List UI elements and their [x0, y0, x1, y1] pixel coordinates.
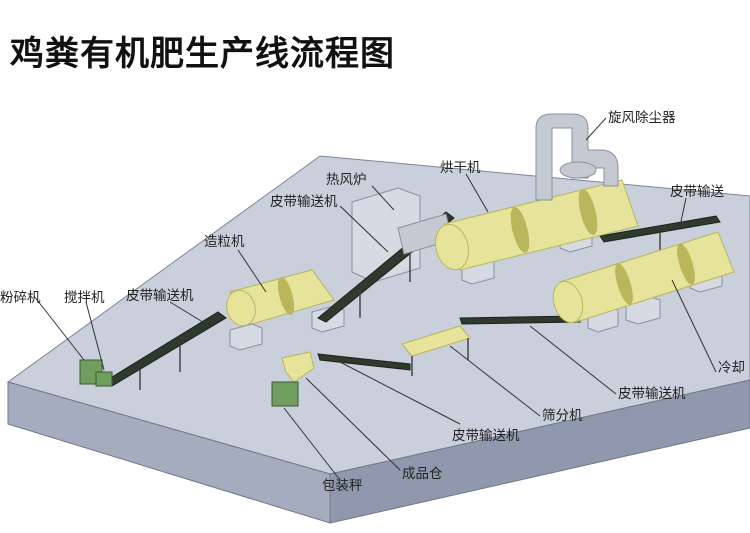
- belt-conveyor-right: [599, 215, 721, 243]
- platform-side: [329, 379, 750, 524]
- product-silo: [271, 351, 315, 407]
- belt-conveyor-to-silo: [317, 353, 411, 371]
- label-belt-to-granulator: 皮带输送机: [126, 288, 194, 304]
- label-cyclone: 旋风除尘器: [608, 110, 676, 126]
- label-mixer: 搅拌机: [64, 290, 105, 306]
- label-hot-stove: 热风炉: [326, 172, 367, 188]
- label-dryer: 烘干机: [440, 160, 481, 176]
- label-belt-to-dryer: 皮带输送机: [270, 194, 338, 210]
- page-title: 鸡粪有机肥生产线流程图: [10, 34, 395, 74]
- label-screener: 筛分机: [542, 408, 583, 424]
- label-belt-right: 皮带输送: [670, 184, 724, 200]
- cooler-drum: [552, 231, 735, 323]
- label-belt-to-silo: 皮带输送机: [452, 428, 520, 444]
- leader-lines: [33, 117, 717, 481]
- screener-machine: [401, 325, 471, 376]
- equipment-labels: 旋风除尘器 烘干机 热风炉 皮带输送机 皮带输送 造粒机 粉碎机 搅拌机 皮带输…: [0, 110, 745, 494]
- cyclone-dust-collector: [535, 113, 619, 201]
- dryer-drum: [435, 179, 639, 271]
- crusher-machine: [79, 359, 113, 387]
- label-cooler: 冷却: [718, 360, 745, 376]
- belt-conveyor-cooler-to-screener: [459, 315, 581, 325]
- label-product-silo: 成品仓: [402, 466, 443, 482]
- label-granulator: 造粒机: [204, 234, 245, 250]
- label-packer: 包装秤: [322, 478, 363, 494]
- label-crusher: 粉碎机: [0, 290, 41, 306]
- label-belt-cooler: 皮带输送机: [618, 386, 686, 402]
- granulator-drum: [226, 269, 335, 327]
